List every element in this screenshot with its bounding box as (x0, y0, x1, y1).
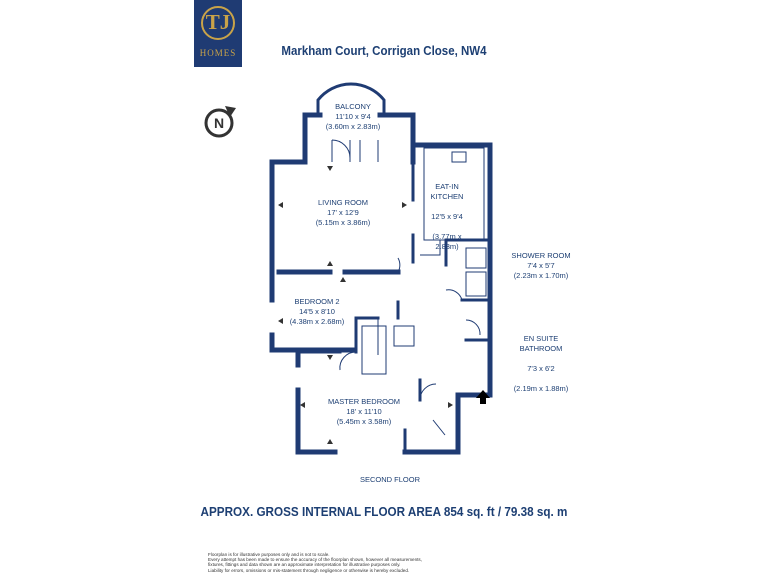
disclaimer-line: Floorplan is for illustrative purposes o… (208, 552, 330, 557)
room-size-imperial: 7'3 x 6'2 (527, 364, 555, 373)
brand-logo: TJ HOMES (194, 0, 242, 67)
property-title: Markham Court, Corrigan Close, NW4 (281, 44, 487, 58)
room-size-imperial: 17' x 12'9 (327, 208, 359, 217)
room-label-balcony: BALCONY 11'10 x 9'4 (3.60m x 2.83m) (318, 102, 388, 132)
room-size-metric: (5.45m x 3.58m) (336, 417, 392, 426)
room-label-en-suite: EN SUITE BATHROOM 7'3 x 6'2 (2.19m x 1.8… (506, 324, 576, 404)
disclaimer-line: fixtures, fittings and data shown are an… (208, 562, 401, 568)
room-size-metric: (2.19m x 1.88m) (513, 384, 569, 393)
compass-letter: N (214, 115, 224, 131)
room-size-metric: (3.77m x 2.83m) (432, 232, 462, 251)
disclaimer: Floorplan is for illustrative purposes o… (208, 552, 488, 573)
logo-initials: TJ (205, 10, 231, 34)
gross-area: APPROX. GROSS INTERNAL FLOOR AREA 854 sq… (200, 504, 568, 519)
room-name: SHOWER ROOM (511, 251, 571, 260)
disclaimer-line: Every attempt has been made to ensure th… (208, 557, 422, 563)
room-size-imperial: 14'5 x 8'10 (299, 307, 335, 316)
room-label-master-bedroom: MASTER BEDROOM 18' x 11'10 (5.45m x 3.58… (322, 397, 406, 427)
room-label-bedroom-2: BEDROOM 2 14'5 x 8'10 (4.38m x 2.68m) (284, 297, 350, 327)
room-name: MASTER BEDROOM (327, 397, 401, 406)
room-name: EAT-IN KITCHEN (430, 182, 464, 201)
room-label-living-room: LIVING ROOM 17' x 12'9 (5.15m x 3.86m) (305, 198, 381, 228)
room-size-imperial: 12'5 x 9'4 (431, 212, 463, 221)
compass-icon: N (204, 106, 236, 138)
logo-ring (201, 6, 235, 40)
room-size-metric: (4.38m x 2.68m) (289, 317, 345, 326)
logo-name: HOMES (199, 48, 237, 58)
room-name: EN SUITE BATHROOM (519, 334, 563, 353)
room-size-metric: (5.15m x 3.86m) (315, 218, 371, 227)
room-size-metric: (3.60m x 2.83m) (325, 122, 381, 131)
disclaimer-line: Liability for errors, omissions or mis-s… (208, 567, 410, 573)
room-name: BALCONY (335, 102, 371, 111)
room-size-imperial: 11'10 x 9'4 (335, 112, 371, 121)
floor-label: SECOND FLOOR (359, 475, 420, 484)
room-label-kitchen: EAT-IN KITCHEN 12'5 x 9'4 (3.77m x 2.83m… (422, 172, 472, 262)
room-name: BEDROOM 2 (294, 297, 340, 306)
room-size-imperial: 18' x 11'10 (346, 407, 382, 416)
room-size-metric: (2.23m x 1.70m) (513, 271, 569, 280)
room-label-shower-room: SHOWER ROOM 7'4 x 5'7 (2.23m x 1.70m) (506, 251, 576, 281)
room-size-imperial: 7'4 x 5'7 (527, 261, 555, 270)
room-name: LIVING ROOM (317, 198, 368, 207)
